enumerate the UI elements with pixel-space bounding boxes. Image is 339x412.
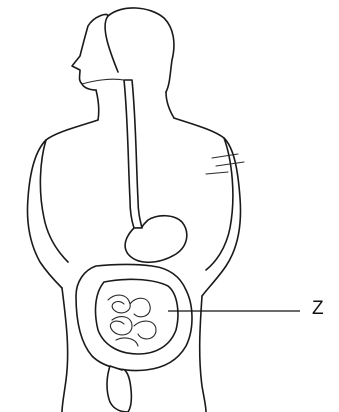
label-z: Z — [312, 299, 324, 318]
rectum — [107, 366, 131, 412]
left-hip — [62, 288, 68, 412]
face-profile — [72, 14, 108, 90]
right-hip — [200, 296, 206, 412]
annotation-marks — [206, 154, 244, 174]
large-intestine — [76, 265, 192, 371]
oesophagus — [124, 80, 142, 228]
torso-left — [28, 120, 99, 288]
left-arm — [40, 140, 68, 262]
right-arm — [206, 138, 233, 270]
small-intestine — [108, 295, 156, 346]
